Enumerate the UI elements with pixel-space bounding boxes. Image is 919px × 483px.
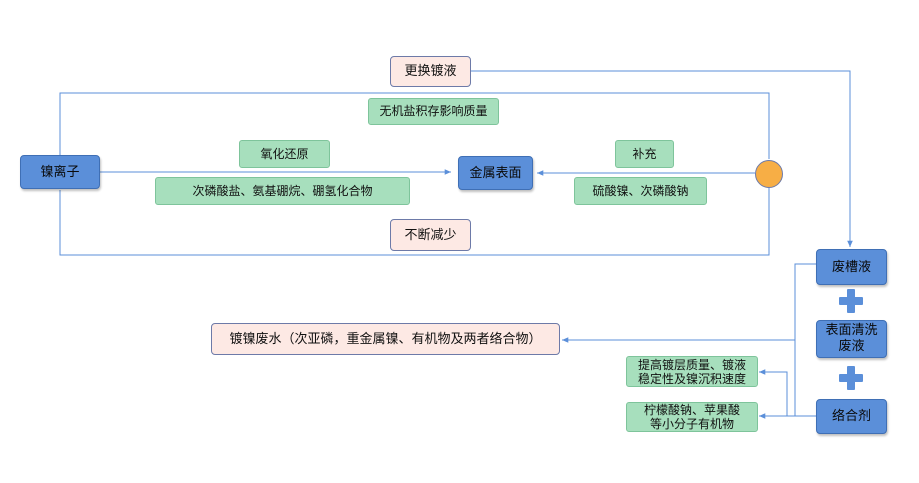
node-surface-rinse-label: 表面清洗 废液: [825, 323, 878, 354]
loop-bottom-line: [59, 188, 770, 256]
node-reducers-label: 次磷酸盐、氨基硼烷、硼氢化合物: [192, 183, 373, 198]
node-replenish-agents[interactable]: 硫酸镍、次磷酸钠: [574, 177, 707, 205]
node-decreasing-label: 不断减少: [404, 227, 457, 243]
node-citrate-label: 柠檬酸钠、苹果酸 等小分子有机物: [643, 403, 740, 431]
node-citrate[interactable]: 柠檬酸钠、苹果酸 等小分子有机物: [626, 402, 758, 432]
node-waste-bath-label: 废槽液: [831, 259, 871, 275]
node-wastewater[interactable]: 镀镍废水（次亚磷，重金属镍、有机物及两者络合物）: [211, 323, 560, 355]
node-redox[interactable]: 氧化还原: [239, 140, 330, 168]
node-metal-surface[interactable]: 金属表面: [458, 156, 533, 190]
node-inorganic-salt-label: 无机盐积存影响质量: [379, 104, 488, 118]
waste-collector-line: [794, 263, 817, 417]
junction-circle: [755, 160, 783, 188]
node-complexant-label: 络合剂: [831, 409, 871, 424]
node-surface-rinse[interactable]: 表面清洗 废液: [816, 320, 887, 358]
arrow-complexant-to-quality: [759, 369, 817, 417]
node-redox-label: 氧化还原: [260, 146, 309, 161]
plus-icon: [839, 366, 863, 390]
node-complexant[interactable]: 络合剂: [816, 399, 887, 434]
node-replenish[interactable]: 补充: [615, 140, 674, 168]
node-replace-bath-label: 更换镀液: [404, 64, 457, 79]
node-replace-bath[interactable]: 更换镀液: [390, 56, 471, 87]
node-improve-quality-label: 提高镀层质量、镀液 稳定性及镍沉积速度: [637, 357, 746, 386]
node-improve-quality[interactable]: 提高镀层质量、镀液 稳定性及镍沉积速度: [626, 356, 758, 387]
node-waste-bath[interactable]: 废槽液: [816, 249, 887, 285]
arrow-replace-to-waste: [471, 70, 853, 247]
node-reducers[interactable]: 次磷酸盐、氨基硼烷、硼氢化合物: [155, 177, 410, 205]
node-replenish-label: 补充: [632, 146, 657, 161]
node-nickel-ion-label: 镍离子: [40, 164, 80, 180]
node-nickel-ion[interactable]: 镍离子: [20, 155, 100, 189]
plus-icon: [839, 289, 863, 313]
node-wastewater-label: 镀镍废水（次亚磷，重金属镍、有机物及两者络合物）: [229, 331, 542, 347]
loop-top-line: [59, 92, 770, 159]
node-decreasing[interactable]: 不断减少: [390, 219, 471, 251]
node-metal-surface-label: 金属表面: [469, 165, 522, 181]
node-replenish-agents-label: 硫酸镍、次磷酸钠: [592, 183, 689, 198]
node-inorganic-salt[interactable]: 无机盐积存影响质量: [368, 98, 499, 125]
